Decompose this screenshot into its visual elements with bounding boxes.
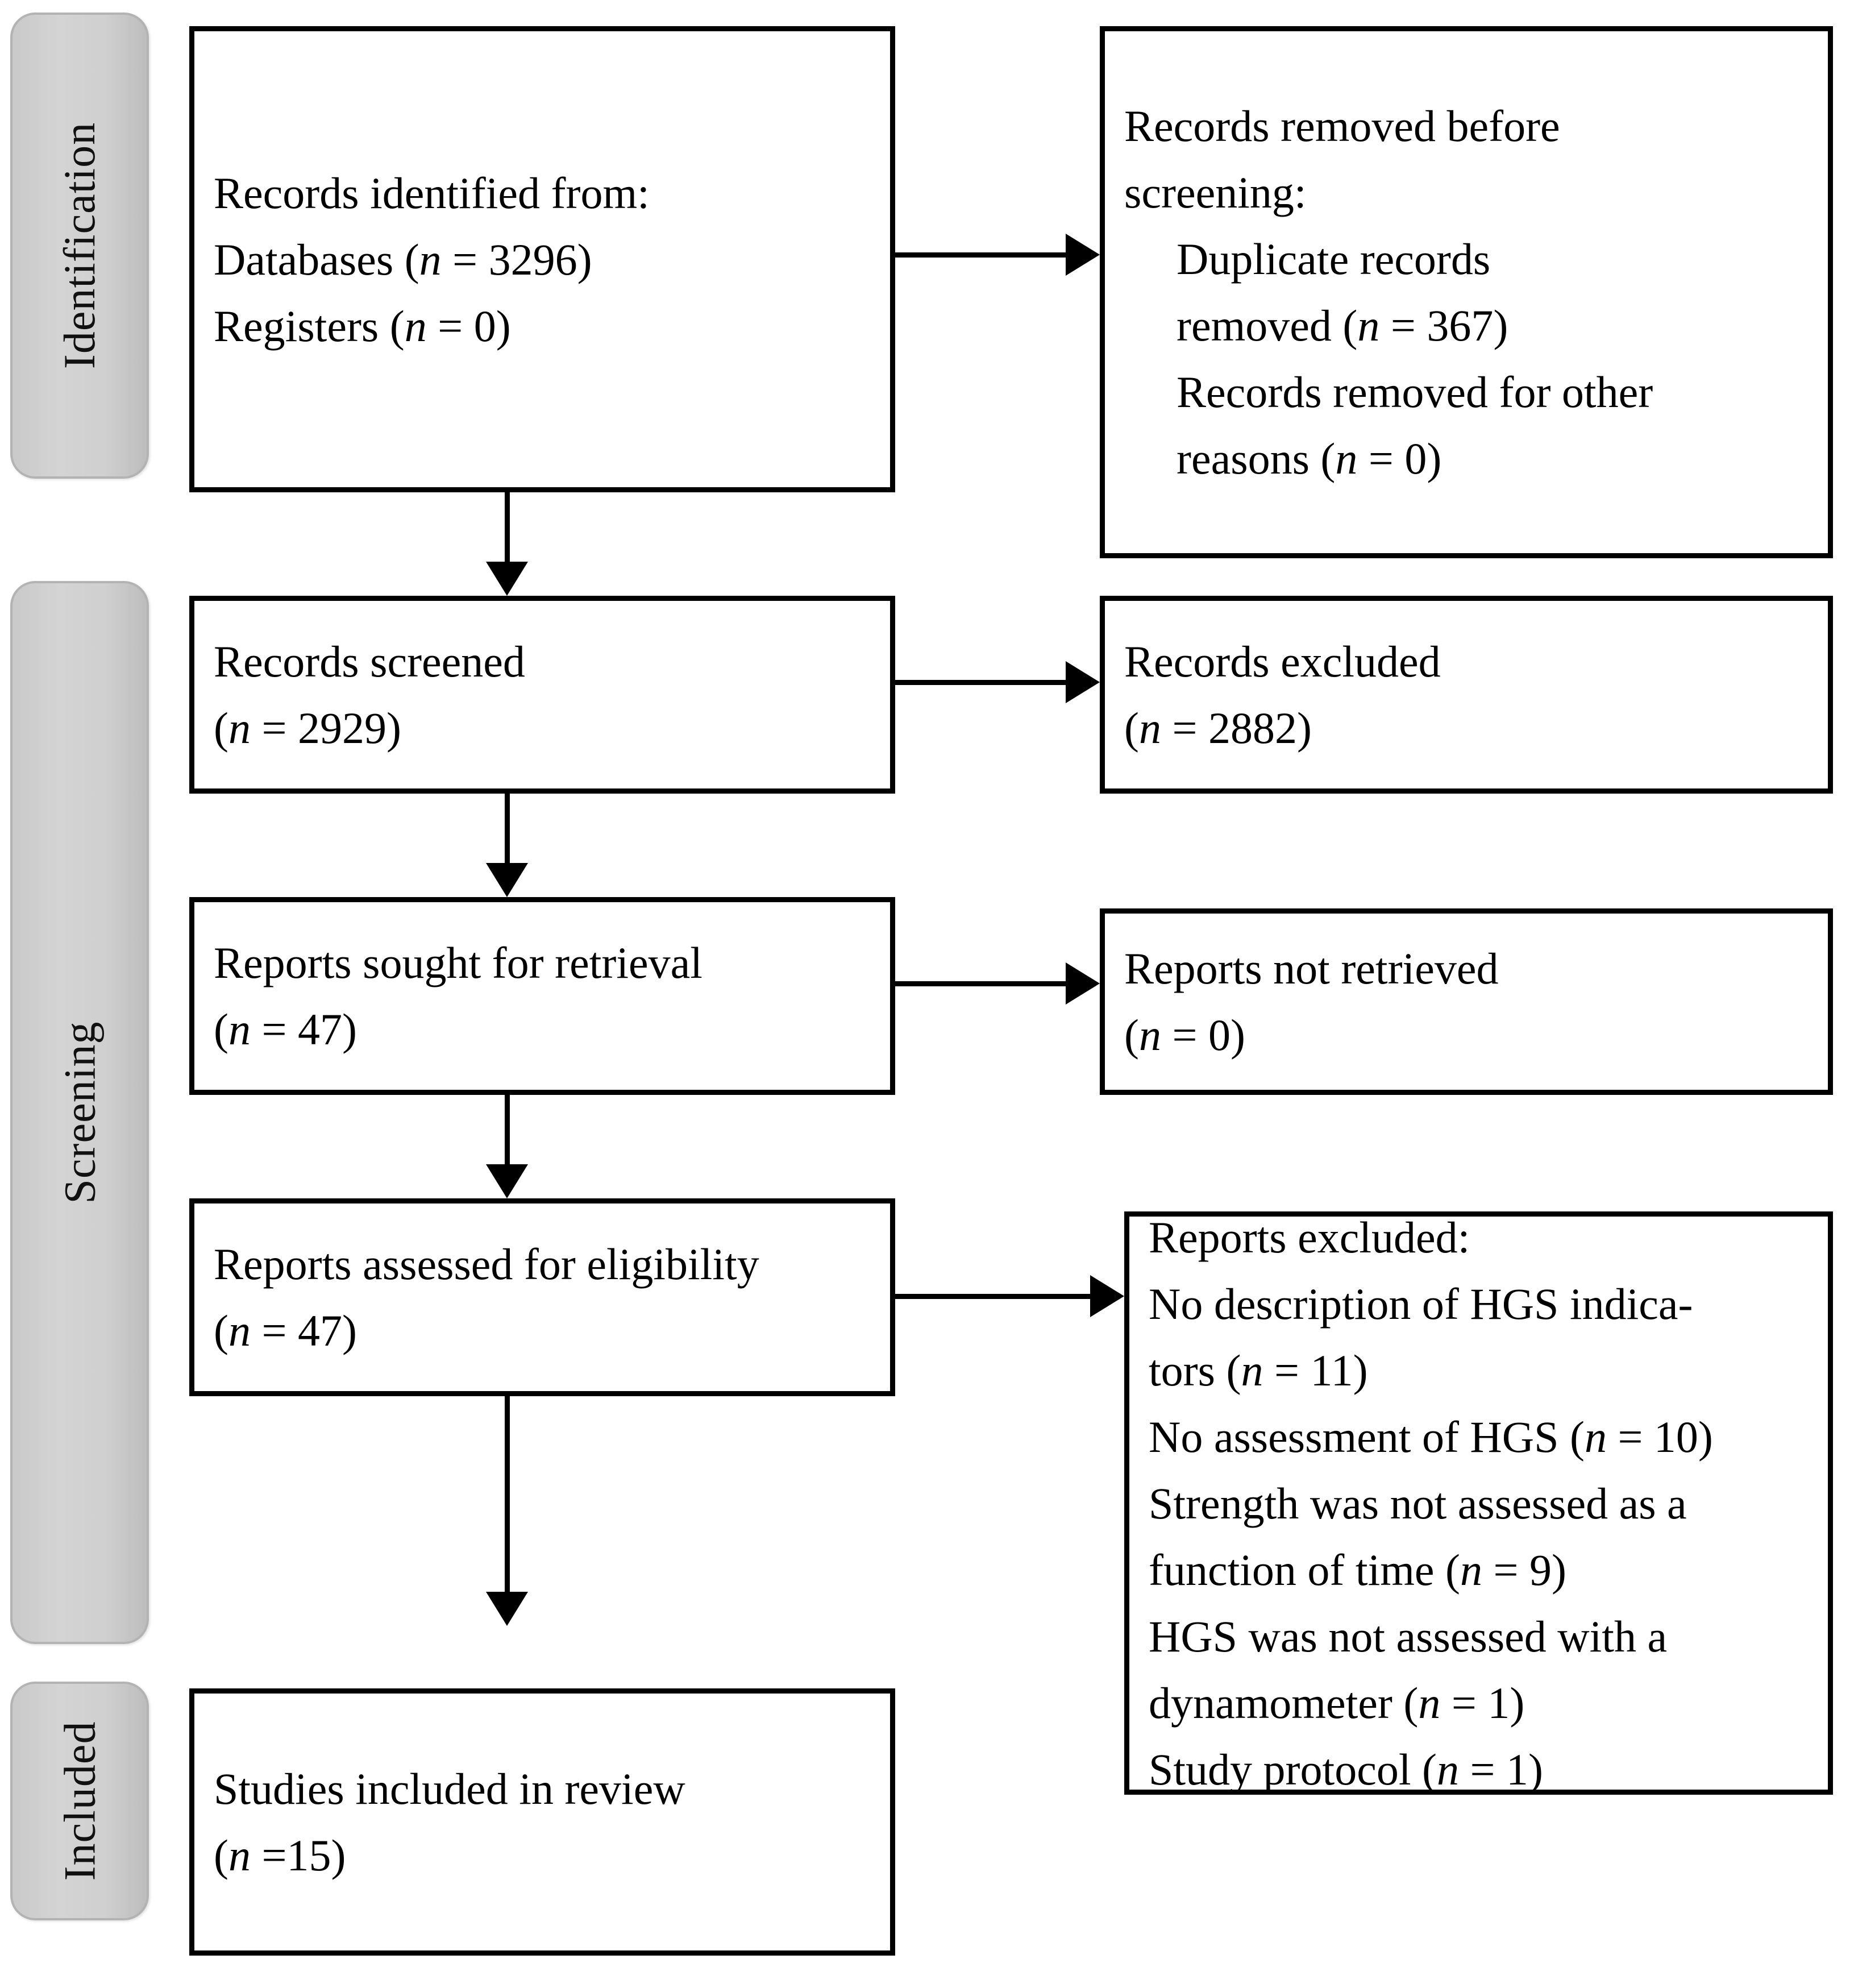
- line-reports-sought-1: (n = 47): [214, 1005, 357, 1054]
- box-records-removed-before-screening: Records removed before screening: Duplic…: [1100, 26, 1833, 558]
- box-reports-not-retrieved: Reports not retrieved (n = 0): [1100, 908, 1833, 1095]
- connector-identified-to-removed-line: [895, 252, 1077, 258]
- connector-sought-to-not-retrieved-arrowhead: [1066, 962, 1100, 1005]
- box-reports-sought: Reports sought for retrieval (n = 47): [189, 897, 895, 1095]
- line-reports-assessed-1: (n = 47): [214, 1306, 357, 1355]
- connector-identified-to-removed-arrowhead: [1066, 234, 1100, 276]
- line-reports-excluded-8: Study protocol (n = 1): [1149, 1744, 1543, 1794]
- line-records-excluded-0: Records excluded: [1124, 637, 1441, 686]
- connector-screened-to-excluded-arrowhead: [1066, 661, 1100, 703]
- box-records-excluded: Records excluded (n = 2882): [1100, 596, 1833, 794]
- line-studies-included-1: (n =15): [214, 1831, 346, 1880]
- box-studies-included-text: Studies included in review (n =15): [194, 1755, 890, 1889]
- connector-screened-to-sought-arrowhead: [486, 863, 528, 897]
- line-reports-not-retrieved-0: Reports not retrieved: [1124, 944, 1499, 993]
- line-reports-excluded-4: Strength was not assessed as a: [1149, 1478, 1687, 1528]
- stage-label-screening: Screening: [55, 1021, 105, 1204]
- line-reports-sought-0: Reports sought for retrieval: [214, 938, 702, 987]
- line-reports-excluded-0: Reports excluded:: [1149, 1212, 1470, 1262]
- line-records-identified-2: Registers (n = 0): [214, 301, 511, 351]
- connector-screened-to-excluded-line: [895, 680, 1077, 685]
- box-records-screened: Records screened (n = 2929): [189, 596, 895, 794]
- connector-sought-to-not-retrieved-line: [895, 981, 1077, 986]
- box-reports-assessed: Reports assessed for eligibility (n = 47…: [189, 1198, 895, 1396]
- line-records-removed-4: Records removed for other: [1177, 367, 1653, 417]
- connector-assessed-to-excluded-arrowhead: [1090, 1275, 1124, 1317]
- line-reports-excluded-7: dynamometer (n = 1): [1149, 1678, 1525, 1728]
- stage-pill-screening: Screening: [10, 581, 149, 1644]
- connector-screened-to-sought-line: [505, 794, 510, 868]
- connector-identified-to-screened-line: [505, 492, 510, 566]
- connector-assessed-to-included-line: [505, 1396, 510, 1595]
- line-reports-not-retrieved-1: (n = 0): [1124, 1010, 1245, 1060]
- box-reports-sought-text: Reports sought for retrieval (n = 47): [194, 929, 890, 1063]
- connector-assessed-to-excluded-line: [895, 1294, 1101, 1299]
- connector-sought-to-assessed-arrowhead: [486, 1164, 528, 1198]
- box-records-removed-text: Records removed before screening: Duplic…: [1105, 93, 1828, 492]
- line-records-screened-0: Records screened: [214, 637, 525, 686]
- line-records-removed-0: Records removed before: [1124, 101, 1560, 151]
- line-records-excluded-1: (n = 2882): [1124, 703, 1312, 753]
- line-studies-included-0: Studies included in review: [214, 1764, 685, 1813]
- connector-identified-to-screened-arrowhead: [486, 562, 528, 596]
- box-records-screened-text: Records screened (n = 2929): [194, 628, 890, 761]
- line-records-removed-2: Duplicate records: [1177, 234, 1491, 284]
- box-reports-excluded-text: Reports excluded: No description of HGS …: [1129, 1204, 1828, 1803]
- box-reports-not-retrieved-text: Reports not retrieved (n = 0): [1105, 935, 1828, 1068]
- line-records-removed-3: removed (n = 367): [1177, 301, 1508, 350]
- connector-assessed-to-included-arrowhead: [486, 1592, 528, 1626]
- stage-label-identification: Identification: [55, 122, 105, 370]
- stage-label-included: Included: [55, 1721, 105, 1881]
- line-records-removed-5: reasons (n = 0): [1177, 434, 1442, 483]
- stage-pill-identification: Identification: [10, 13, 149, 479]
- line-records-screened-1: (n = 2929): [214, 703, 401, 753]
- line-records-identified-1: Databases (n = 3296): [214, 234, 592, 284]
- line-reports-excluded-3: No assessment of HGS (n = 10): [1149, 1412, 1713, 1462]
- line-reports-assessed-0: Reports assessed for eligibility: [214, 1239, 759, 1289]
- box-studies-included: Studies included in review (n =15): [189, 1688, 895, 1956]
- box-reports-excluded: Reports excluded: No description of HGS …: [1124, 1211, 1833, 1795]
- line-reports-excluded-5: function of time (n = 9): [1149, 1545, 1566, 1595]
- line-records-removed-1: screening:: [1124, 168, 1307, 217]
- box-records-identified: Records identified from: Databases (n = …: [189, 26, 895, 492]
- line-reports-excluded-6: HGS was not assessed with a: [1149, 1611, 1668, 1661]
- connector-sought-to-assessed-line: [505, 1095, 510, 1169]
- line-reports-excluded-1: No description of HGS indica-: [1149, 1279, 1693, 1329]
- box-reports-assessed-text: Reports assessed for eligibility (n = 47…: [194, 1231, 890, 1364]
- line-records-identified-0: Records identified from:: [214, 168, 650, 218]
- line-reports-excluded-2: tors (n = 11): [1149, 1345, 1368, 1395]
- box-records-excluded-text: Records excluded (n = 2882): [1105, 628, 1828, 761]
- box-records-identified-text: Records identified from: Databases (n = …: [194, 160, 890, 359]
- stage-pill-included: Included: [10, 1682, 149, 1920]
